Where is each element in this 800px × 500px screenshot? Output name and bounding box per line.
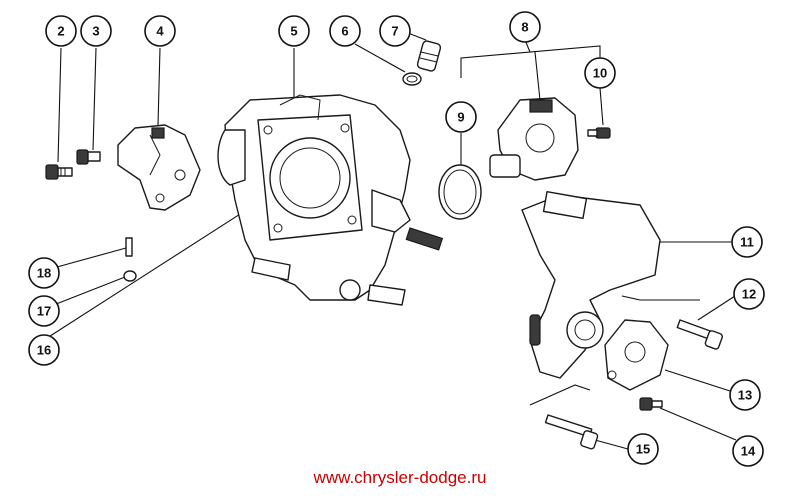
part-throttle-body-5	[217, 94, 444, 306]
part-sensor-7	[416, 40, 442, 72]
callout-8: 8	[509, 11, 541, 43]
callout-label-12: 12	[742, 287, 756, 302]
part-o-ring-6	[402, 72, 422, 86]
callout-11: 11	[731, 226, 763, 258]
leader-14	[659, 407, 737, 441]
callout-13: 13	[729, 379, 761, 411]
callout-17: 17	[28, 295, 60, 327]
callout-label-15: 15	[636, 442, 650, 457]
callout-3: 3	[80, 15, 112, 47]
callout-9: 9	[445, 101, 477, 133]
callout-15: 15	[627, 433, 659, 465]
leader-10	[599, 87, 604, 126]
callout-6: 6	[329, 15, 361, 47]
callout-7: 7	[379, 15, 411, 47]
callout-10: 10	[584, 57, 616, 89]
callout-label-13: 13	[738, 388, 752, 403]
callout-label-6: 6	[341, 24, 348, 39]
leader-2	[57, 47, 62, 163]
watermark-text: www.chrysler-dodge.ru	[313, 468, 487, 487]
callout-2: 2	[45, 15, 77, 47]
callout-label-14: 14	[741, 444, 756, 459]
part-bracket-4	[117, 124, 201, 211]
leader-4	[157, 47, 161, 126]
part-screw-2	[45, 164, 73, 180]
callout-label-8: 8	[521, 20, 528, 35]
part-bolt-15	[544, 414, 599, 450]
part-iac-motor-8	[489, 97, 579, 181]
callout-label-17: 17	[37, 304, 51, 319]
callout-label-4: 4	[156, 24, 164, 39]
part-bracket-11	[521, 190, 661, 379]
callout-label-18: 18	[37, 266, 51, 281]
callout-5: 5	[278, 15, 310, 47]
leader-12	[697, 295, 736, 321]
leader-8	[460, 45, 601, 78]
leader-13	[664, 369, 731, 392]
leader-7	[407, 32, 427, 41]
part-screw-14	[639, 397, 663, 411]
callout-14: 14	[732, 435, 764, 467]
callout-16: 16	[28, 334, 60, 366]
leader-15	[594, 439, 629, 450]
part-washer-17	[123, 270, 137, 282]
part-screw-3	[76, 149, 101, 165]
callout-12: 12	[733, 278, 765, 310]
callout-label-5: 5	[290, 24, 297, 39]
leader-3	[92, 47, 97, 151]
leader-lines	[45, 32, 737, 450]
callout-18: 18	[28, 257, 60, 289]
part-screw-10	[587, 127, 611, 139]
callout-label-9: 9	[457, 110, 464, 125]
leader-17	[45, 276, 126, 309]
leader-18	[45, 247, 127, 271]
part-tp-sensor-13	[604, 319, 669, 391]
callout-label-2: 2	[57, 24, 64, 39]
callout-label-11: 11	[740, 235, 754, 250]
leader-6	[354, 43, 406, 73]
callout-label-3: 3	[92, 24, 99, 39]
leader-16	[46, 199, 263, 339]
callout-label-10: 10	[593, 66, 607, 81]
leader-15b	[529, 384, 591, 406]
leader-misc	[621, 295, 700, 301]
part-gasket-9	[438, 164, 482, 220]
callout-label-16: 16	[37, 343, 51, 358]
callout-label-7: 7	[391, 24, 398, 39]
part-clip-18	[125, 237, 133, 257]
part-bolt-12	[676, 319, 724, 350]
leader-8c	[534, 51, 541, 101]
callout-4: 4	[144, 15, 176, 47]
